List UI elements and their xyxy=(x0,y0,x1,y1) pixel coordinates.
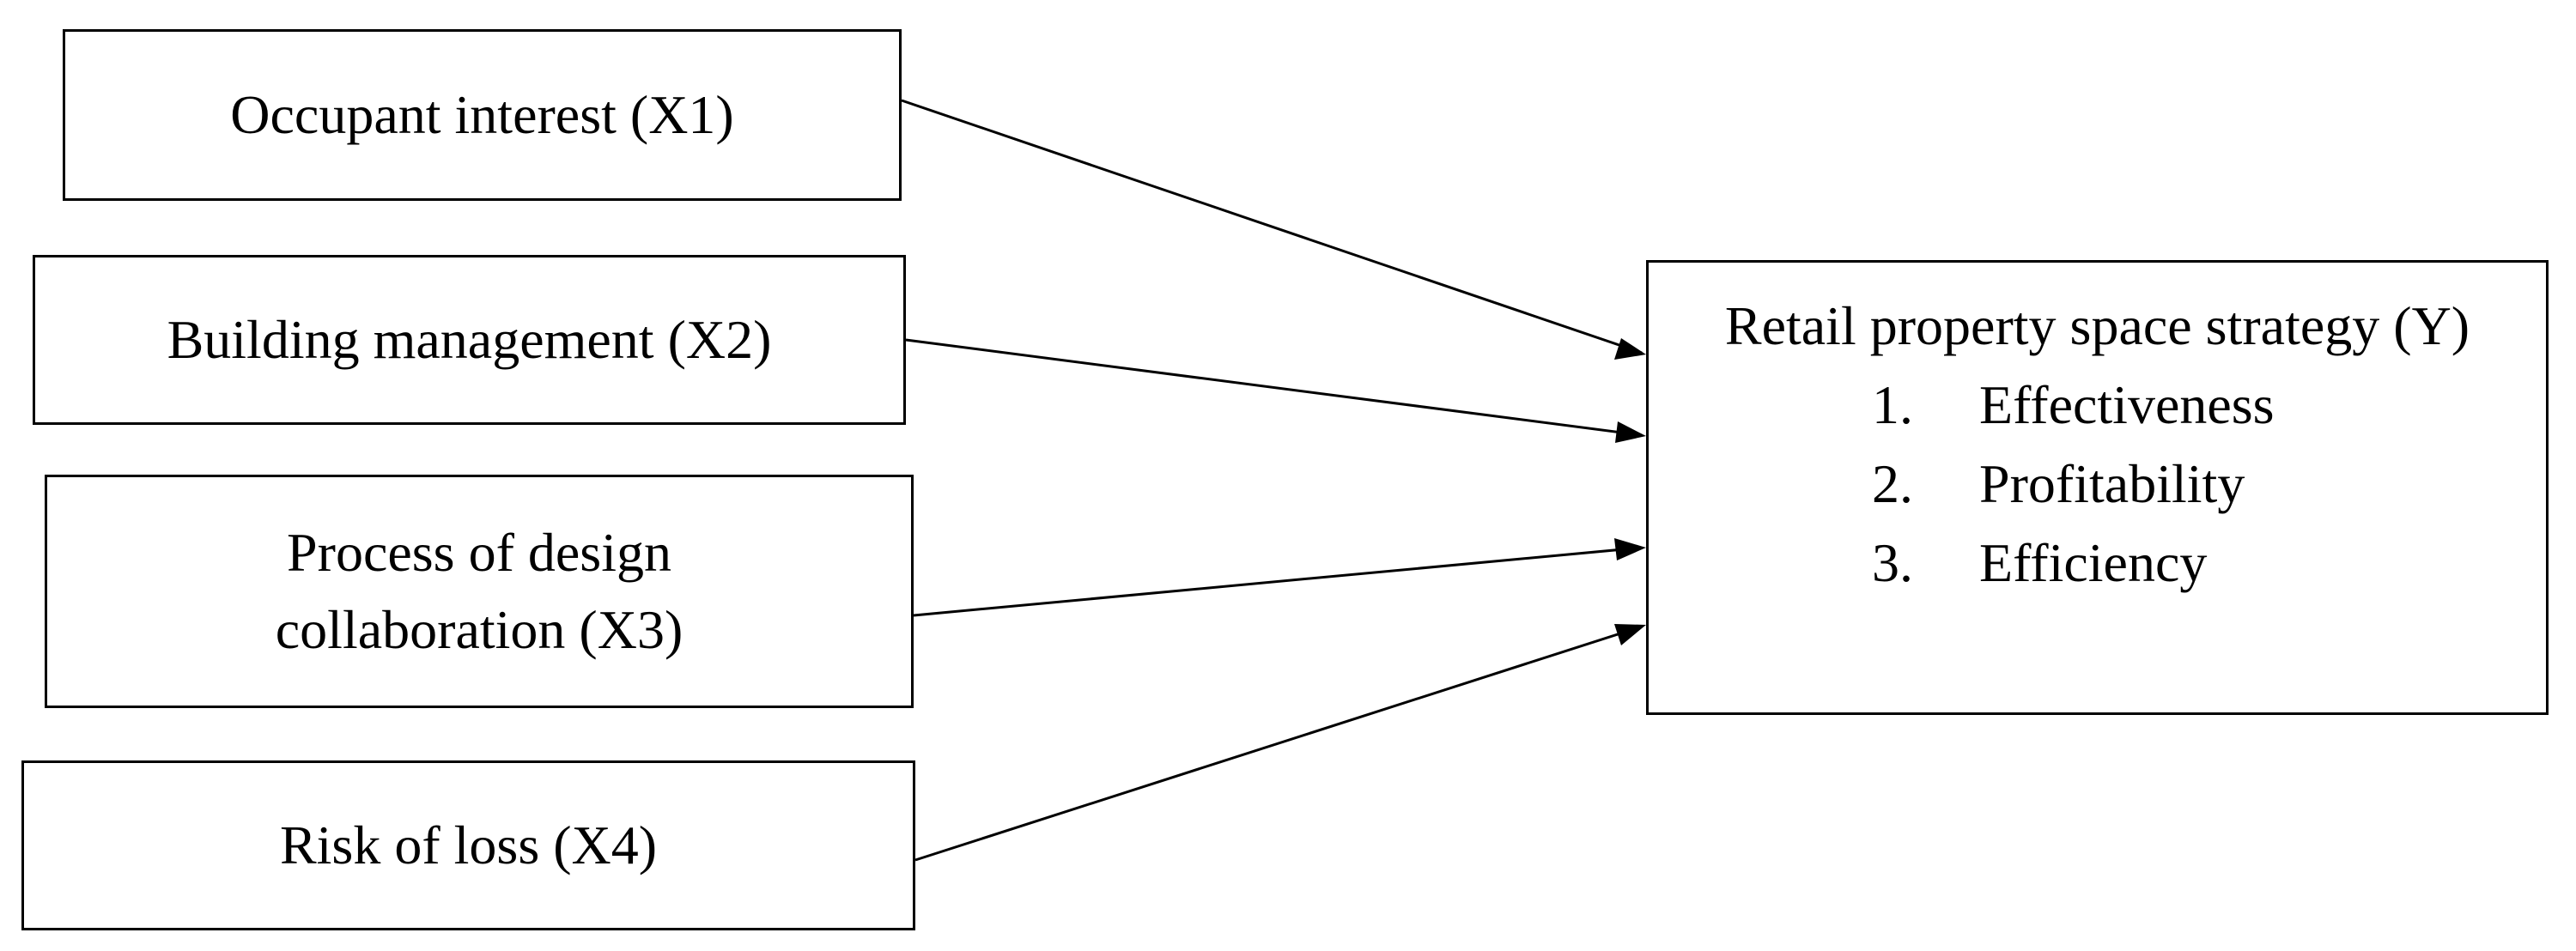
arrow-x2-to-y xyxy=(905,338,1643,437)
list-item-number: 2. xyxy=(1872,453,1913,514)
node-y-title: Retail property space strategy (Y) xyxy=(1724,295,2470,356)
list-item-label: Effectiveness xyxy=(1979,374,2275,435)
arrow-x4-to-y xyxy=(914,625,1643,862)
node-x3-label: Process of design collaboration (X3) xyxy=(275,522,683,660)
arrowhead-x1 xyxy=(1614,338,1646,360)
arrow-x3-to-y xyxy=(913,546,1643,617)
arrowhead-x2 xyxy=(1615,421,1646,443)
node-x4: Risk of loss (X4) xyxy=(21,760,915,930)
list-item-number: 1. xyxy=(1872,374,1913,435)
list-item: 1. Effectiveness xyxy=(1872,366,2275,445)
node-x3: Process of design collaboration (X3) xyxy=(45,475,914,708)
node-y: Retail property space strategy (Y) 1. Ef… xyxy=(1646,260,2549,715)
node-x4-label: Risk of loss (X4) xyxy=(279,815,658,875)
node-y-list: 1. Effectiveness 2. Profitability 3. Eff… xyxy=(1872,366,2275,603)
arrowhead-x3 xyxy=(1614,538,1646,560)
node-x1: Occupant interest (X1) xyxy=(63,29,902,201)
list-item-label: Efficiency xyxy=(1979,532,2208,593)
arrowhead-x4 xyxy=(1614,624,1646,645)
list-item: 3. Efficiency xyxy=(1872,524,2275,603)
node-x2: Building management (X2) xyxy=(33,255,906,425)
list-item-label: Profitability xyxy=(1979,453,2245,514)
node-x2-label: Building management (X2) xyxy=(167,309,772,370)
arrow-x1-to-y xyxy=(901,99,1643,354)
list-item-number: 3. xyxy=(1872,532,1913,593)
node-x1-label: Occupant interest (X1) xyxy=(230,84,734,145)
list-item: 2. Profitability xyxy=(1872,445,2275,524)
